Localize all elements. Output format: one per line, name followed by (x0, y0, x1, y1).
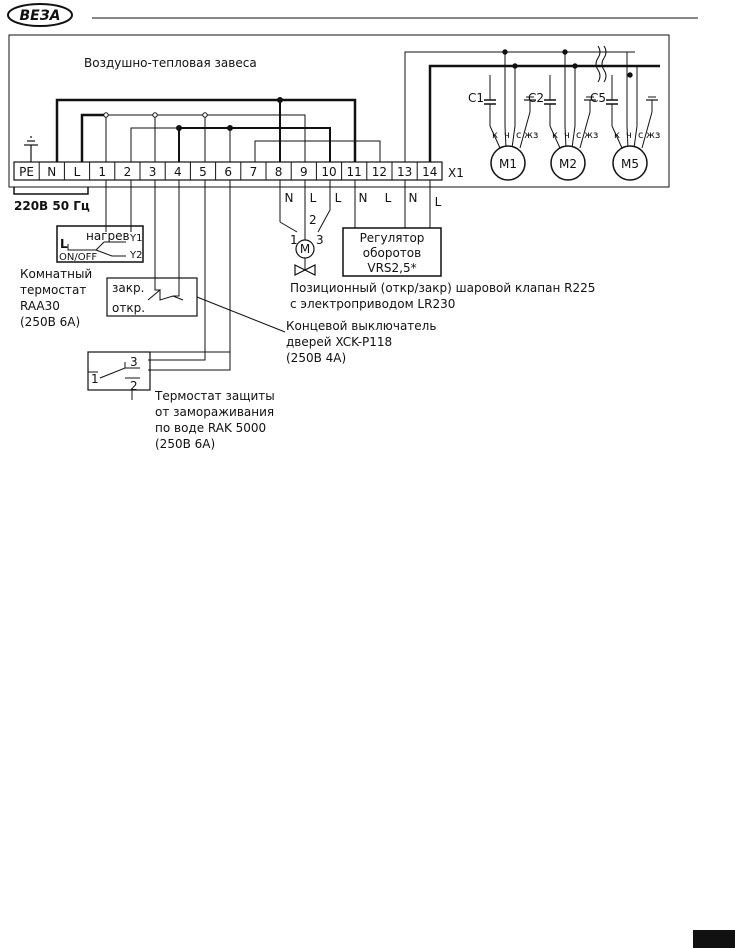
regulator-line-2: оборотов (363, 246, 421, 260)
terminal-8: 8 (275, 165, 283, 179)
valve-caption-2: с электроприводом LR230 (290, 297, 455, 311)
break-mark (595, 45, 607, 83)
thermostat-y2: Y2 (129, 250, 142, 261)
supply-label: 220В 50 Гц (14, 199, 90, 213)
terminal-L: L (74, 165, 81, 179)
capacitor-label: C2 (528, 91, 544, 105)
header: ВЕЗА (7, 3, 698, 27)
thermostat-caption-1: Комнатный (20, 267, 92, 281)
internal-wiring (55, 49, 660, 162)
frost-p1: 1 (91, 372, 99, 386)
terminal-PE: PE (19, 165, 34, 179)
valve-pin-2: 2 (309, 213, 317, 227)
motor-pin: ч (626, 130, 632, 141)
valve-caption-1: Позиционный (откр/закр) шаровой клапан R… (290, 281, 595, 295)
motor-pin: с (516, 130, 522, 141)
frost-thermostat: 1 3 2 (87, 351, 151, 400)
thermostat-heat: нагрев (86, 229, 130, 243)
valve-pin-1: 1 (290, 233, 298, 247)
room-thermostat: нагрев Y1 Y2 L ON/OFF (56, 225, 144, 263)
wire-label: N (285, 191, 294, 205)
valve-motor: M (300, 242, 310, 256)
external-wiring (87, 180, 431, 373)
terminal-4: 4 (174, 165, 182, 179)
terminal-block-name: X1 (448, 166, 464, 180)
motor-pin: с (576, 130, 582, 141)
logo-oval (7, 3, 73, 27)
terminal-7: 7 (250, 165, 258, 179)
capacitor-label: C1 (468, 91, 484, 105)
door-switch-caption-1: Концевой выключатель (286, 319, 436, 333)
motor-pin: к (552, 130, 558, 141)
thermostat-caption-4: (250В 6А) (20, 315, 80, 329)
logo: ВЕЗА (19, 8, 60, 24)
frost-caption-2: от замораживания (155, 405, 274, 419)
motor-name: M5 (621, 157, 639, 171)
wire-label: L (335, 191, 342, 205)
motor-pin: жз (524, 130, 538, 141)
page-corner-mark (693, 930, 735, 948)
motor-pin: к (614, 130, 620, 141)
frost-p3: 3 (130, 355, 138, 369)
door-switch-caption-2: дверей XCK-P118 (286, 335, 392, 349)
ground-icon (24, 136, 38, 162)
wire-label: L (310, 191, 317, 205)
wire-label: L (385, 191, 392, 205)
terminal-1: 1 (98, 165, 106, 179)
terminal-12: 12 (372, 165, 387, 179)
wire-label: N (359, 191, 368, 205)
frost-caption-1: Термостат защиты (154, 389, 275, 403)
terminal-3: 3 (149, 165, 157, 179)
terminal-N: N (47, 165, 56, 179)
door-switch-closed: закр. (112, 281, 144, 295)
door-switch-caption-3: (250В 4А) (286, 351, 346, 365)
motor-pin: к (492, 130, 498, 141)
terminal-6: 6 (224, 165, 232, 179)
thermostat-caption-3: RAA30 (20, 299, 60, 313)
frost-caption-3: по воде RAK 5000 (155, 421, 266, 435)
unit-title: Воздушно-тепловая завеса (84, 56, 257, 70)
door-switch-open: откр. (112, 301, 145, 315)
terminal-10: 10 (321, 165, 336, 179)
motor-pin: жз (584, 130, 598, 141)
terminal-2: 2 (124, 165, 132, 179)
wire-label: N (409, 191, 418, 205)
terminal-14: 14 (422, 165, 437, 179)
thermostat-l: L (60, 237, 68, 251)
unit-outline (8, 34, 670, 188)
door-switch: закр. откр. (106, 277, 286, 333)
motor-pin: жз (646, 130, 660, 141)
terminal-11: 11 (347, 165, 362, 179)
frost-caption-4: (250В 6А) (155, 437, 215, 451)
motor-pin: с (638, 130, 644, 141)
wire-label: L (435, 195, 442, 209)
terminal-9: 9 (300, 165, 308, 179)
terminal-13: 13 (397, 165, 412, 179)
motor-name: M1 (499, 157, 517, 171)
frost-p2: 2 (130, 379, 138, 393)
valve: 1 2 3 M (290, 213, 324, 276)
regulator-line-1: Регулятор (360, 231, 425, 245)
thermostat-y1: Y1 (129, 233, 142, 244)
regulator: Регулятор оборотов VRS2,5* (342, 227, 442, 277)
regulator-line-3: VRS2,5* (367, 261, 416, 275)
motor-pin: ч (504, 130, 510, 141)
terminal-5: 5 (199, 165, 207, 179)
motor-name: M2 (559, 157, 577, 171)
thermostat-caption-2: термостат (20, 283, 86, 297)
motor-pin: ч (564, 130, 570, 141)
valve-pin-3: 3 (316, 233, 324, 247)
supply-bracket (13, 187, 89, 195)
capacitor-label: C5 (590, 91, 606, 105)
thermostat-onoff: ON/OFF (59, 252, 97, 263)
